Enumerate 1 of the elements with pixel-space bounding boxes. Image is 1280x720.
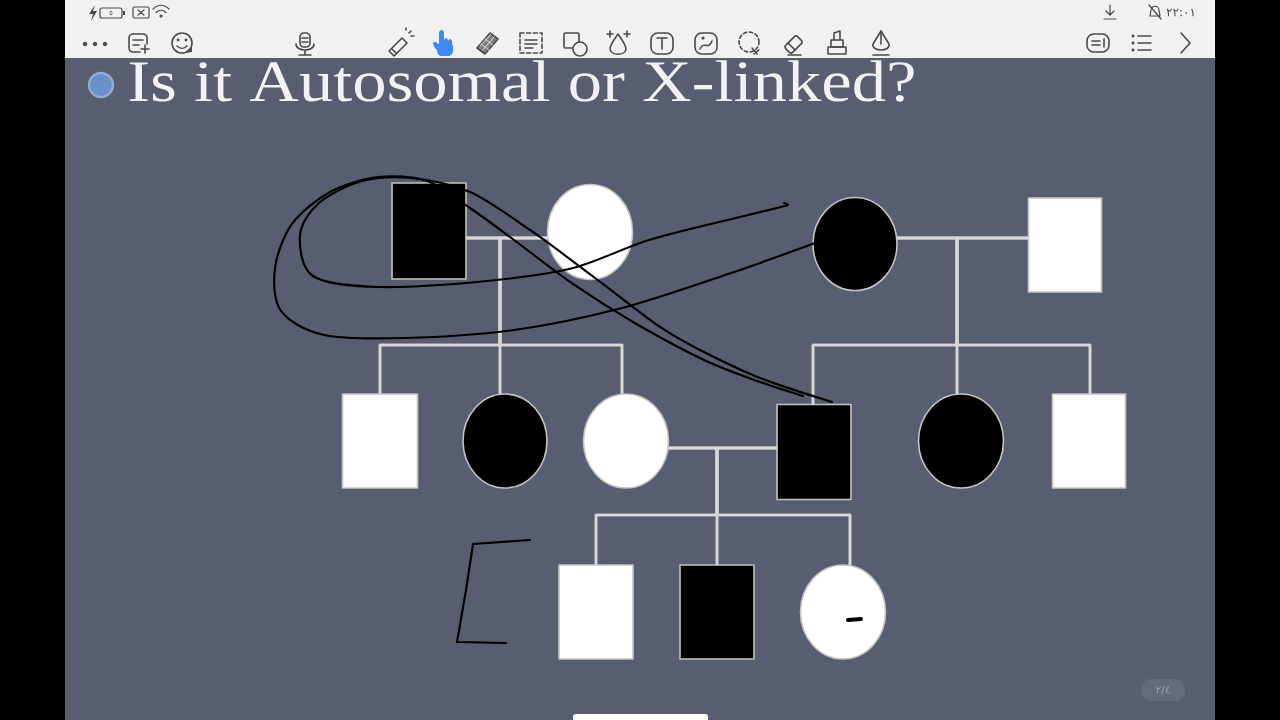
status-time: ٢٢:٠١ (1166, 8, 1194, 17)
